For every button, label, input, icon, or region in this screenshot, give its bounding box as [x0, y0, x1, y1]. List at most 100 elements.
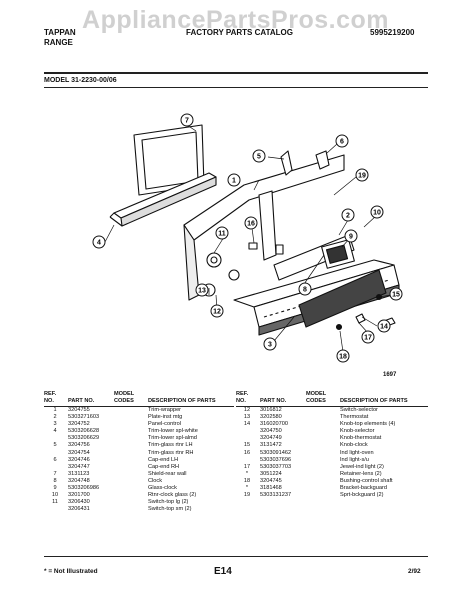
- part-number-cell: 3204755: [68, 407, 90, 413]
- description-cell: Panel-control: [148, 421, 181, 428]
- ref-cell: *: [245, 470, 249, 477]
- footer-rule: [44, 556, 428, 557]
- model-code-cell: [306, 464, 340, 471]
- part-number-cell: 3204746: [68, 456, 90, 463]
- revision-date: 2/92: [408, 568, 421, 575]
- part-number-cell: 3204747: [68, 463, 90, 470]
- ref-cell: 2: [53, 414, 57, 421]
- svg-text:12: 12: [213, 309, 221, 316]
- description-cell: Switch-selector: [340, 407, 378, 413]
- header-model: MODEL CODES: [306, 391, 327, 404]
- description-cell: Jewel-ind light (2): [340, 463, 384, 470]
- model-code-cell: [306, 492, 340, 499]
- part-number-cell: 5303206986: [68, 485, 100, 492]
- description-cell: Bushing-control shaft: [340, 477, 393, 484]
- exploded-parts-diagram: 7 4 1 5 6 19 2 10 9 8 3 11 16 13 12 15 1…: [92, 113, 403, 363]
- part-number-cell: 3206430: [68, 499, 90, 506]
- callout-15: 15: [389, 287, 403, 301]
- part-number-cell: 3201700: [68, 492, 90, 499]
- model-code-cell: [306, 435, 340, 442]
- svg-text:7: 7: [185, 118, 189, 125]
- ref-cell: 9: [53, 485, 57, 492]
- ref-cell: 14: [243, 421, 251, 428]
- watermark: AppliancePartsPros.com: [82, 6, 389, 34]
- callout-14: 14: [377, 319, 391, 333]
- part-number-cell: 5303206628: [68, 428, 100, 435]
- callout-13: 13: [195, 283, 209, 297]
- description-cell: Switch-top sm (2): [148, 506, 192, 513]
- description-cell: Switch-top lg (2): [148, 499, 189, 506]
- description-cell: Trim-wrapper: [148, 407, 182, 413]
- part-number-cell: 5303091462: [260, 449, 292, 456]
- part-number-cell: 5303131237: [260, 492, 292, 499]
- callout-7: 7: [180, 113, 194, 127]
- description-cell: Retainer-lens (2): [340, 470, 382, 477]
- part-number-cell: 3204754: [68, 449, 90, 456]
- part-number-cell: 3206431: [68, 506, 90, 513]
- ref-cell: 11: [52, 499, 58, 506]
- description-cell: Plate-inst mtg: [148, 414, 183, 421]
- callout-1: 1: [227, 173, 241, 187]
- footnote: * = Not Illustrated: [44, 568, 98, 575]
- svg-text:8: 8: [303, 287, 307, 294]
- table-row: 11 3206430 Switch-top lg (2): [44, 499, 234, 506]
- description-cell: Trim-glass rtnr LH: [148, 442, 193, 449]
- description-cell: Sprt-bckguard (2): [340, 492, 384, 499]
- ref-cell: 10: [51, 492, 59, 499]
- ref-cell: 17: [243, 463, 251, 470]
- part-number-cell: 3051224: [260, 470, 282, 477]
- callout-markers: 7 4 1 5 6 19 2 10 9 8 3 11 16 13 12 15 1…: [92, 113, 403, 363]
- part-number-cell: 3016812: [260, 407, 282, 413]
- description-cell: Cap-end LH: [148, 456, 179, 463]
- ref-cell: [44, 506, 68, 513]
- model-code-cell: [114, 435, 148, 442]
- header-description: DESCRIPTION OF PARTS: [148, 397, 216, 404]
- part-number-cell: 3204745: [260, 477, 282, 484]
- ref-cell: 1: [53, 407, 57, 413]
- description-cell: Ind light-oven: [340, 449, 374, 456]
- model-code-cell: [306, 442, 340, 449]
- part-number-cell: 3204748: [68, 477, 90, 484]
- callout-12: 12: [210, 304, 224, 318]
- svg-text:3: 3: [268, 342, 272, 349]
- description-cell: Bracket-backguard: [340, 485, 387, 492]
- callout-2: 2: [341, 208, 355, 222]
- ref-cell: 5: [53, 442, 57, 449]
- parts-table-right: REF. NO. PART NO. MODEL CODES DESCRIPTIO…: [236, 391, 428, 499]
- ref-cell: 19: [243, 492, 251, 499]
- table-header-row: REF. NO. PART NO. MODEL CODES DESCRIPTIO…: [236, 391, 428, 407]
- description-cell: Rtnr-clock glass (2): [148, 492, 197, 499]
- svg-text:14: 14: [380, 324, 388, 331]
- callout-4: 4: [92, 235, 106, 249]
- ref-cell: 12: [243, 407, 251, 413]
- part-number-cell: 3204749: [260, 435, 282, 442]
- svg-text:18: 18: [339, 354, 347, 361]
- part-number-cell: 5303271603: [68, 414, 100, 421]
- catalog-title: FACTORY PARTS CATALOG: [186, 28, 293, 37]
- description-cell: Thermostat: [340, 414, 369, 421]
- svg-text:9: 9: [349, 234, 353, 241]
- ref-cell: 8: [53, 477, 57, 484]
- model-code-cell: [114, 492, 148, 499]
- ref-cell: 3: [53, 421, 57, 428]
- model-code-cell: [306, 457, 340, 464]
- product-type: RANGE: [44, 38, 73, 47]
- callout-9: 9: [344, 229, 358, 243]
- model-number: MODEL 31-2230-00/06: [44, 77, 117, 84]
- ref-cell: [44, 464, 68, 471]
- description-cell: Knob-selector: [340, 428, 375, 435]
- callout-19: 19: [355, 168, 369, 182]
- callout-18: 18: [336, 349, 350, 363]
- table-row: * 3051224 Retainer-lens (2): [236, 471, 428, 478]
- end-cap-parts: [280, 150, 330, 176]
- table-row: 2 5303271603 Plate-inst mtg: [44, 414, 234, 421]
- ref-cell: [236, 428, 260, 435]
- table-row: 12 3016812 Switch-selector: [236, 407, 428, 415]
- model-code-cell: [306, 485, 340, 492]
- ref-cell: 15: [243, 442, 251, 449]
